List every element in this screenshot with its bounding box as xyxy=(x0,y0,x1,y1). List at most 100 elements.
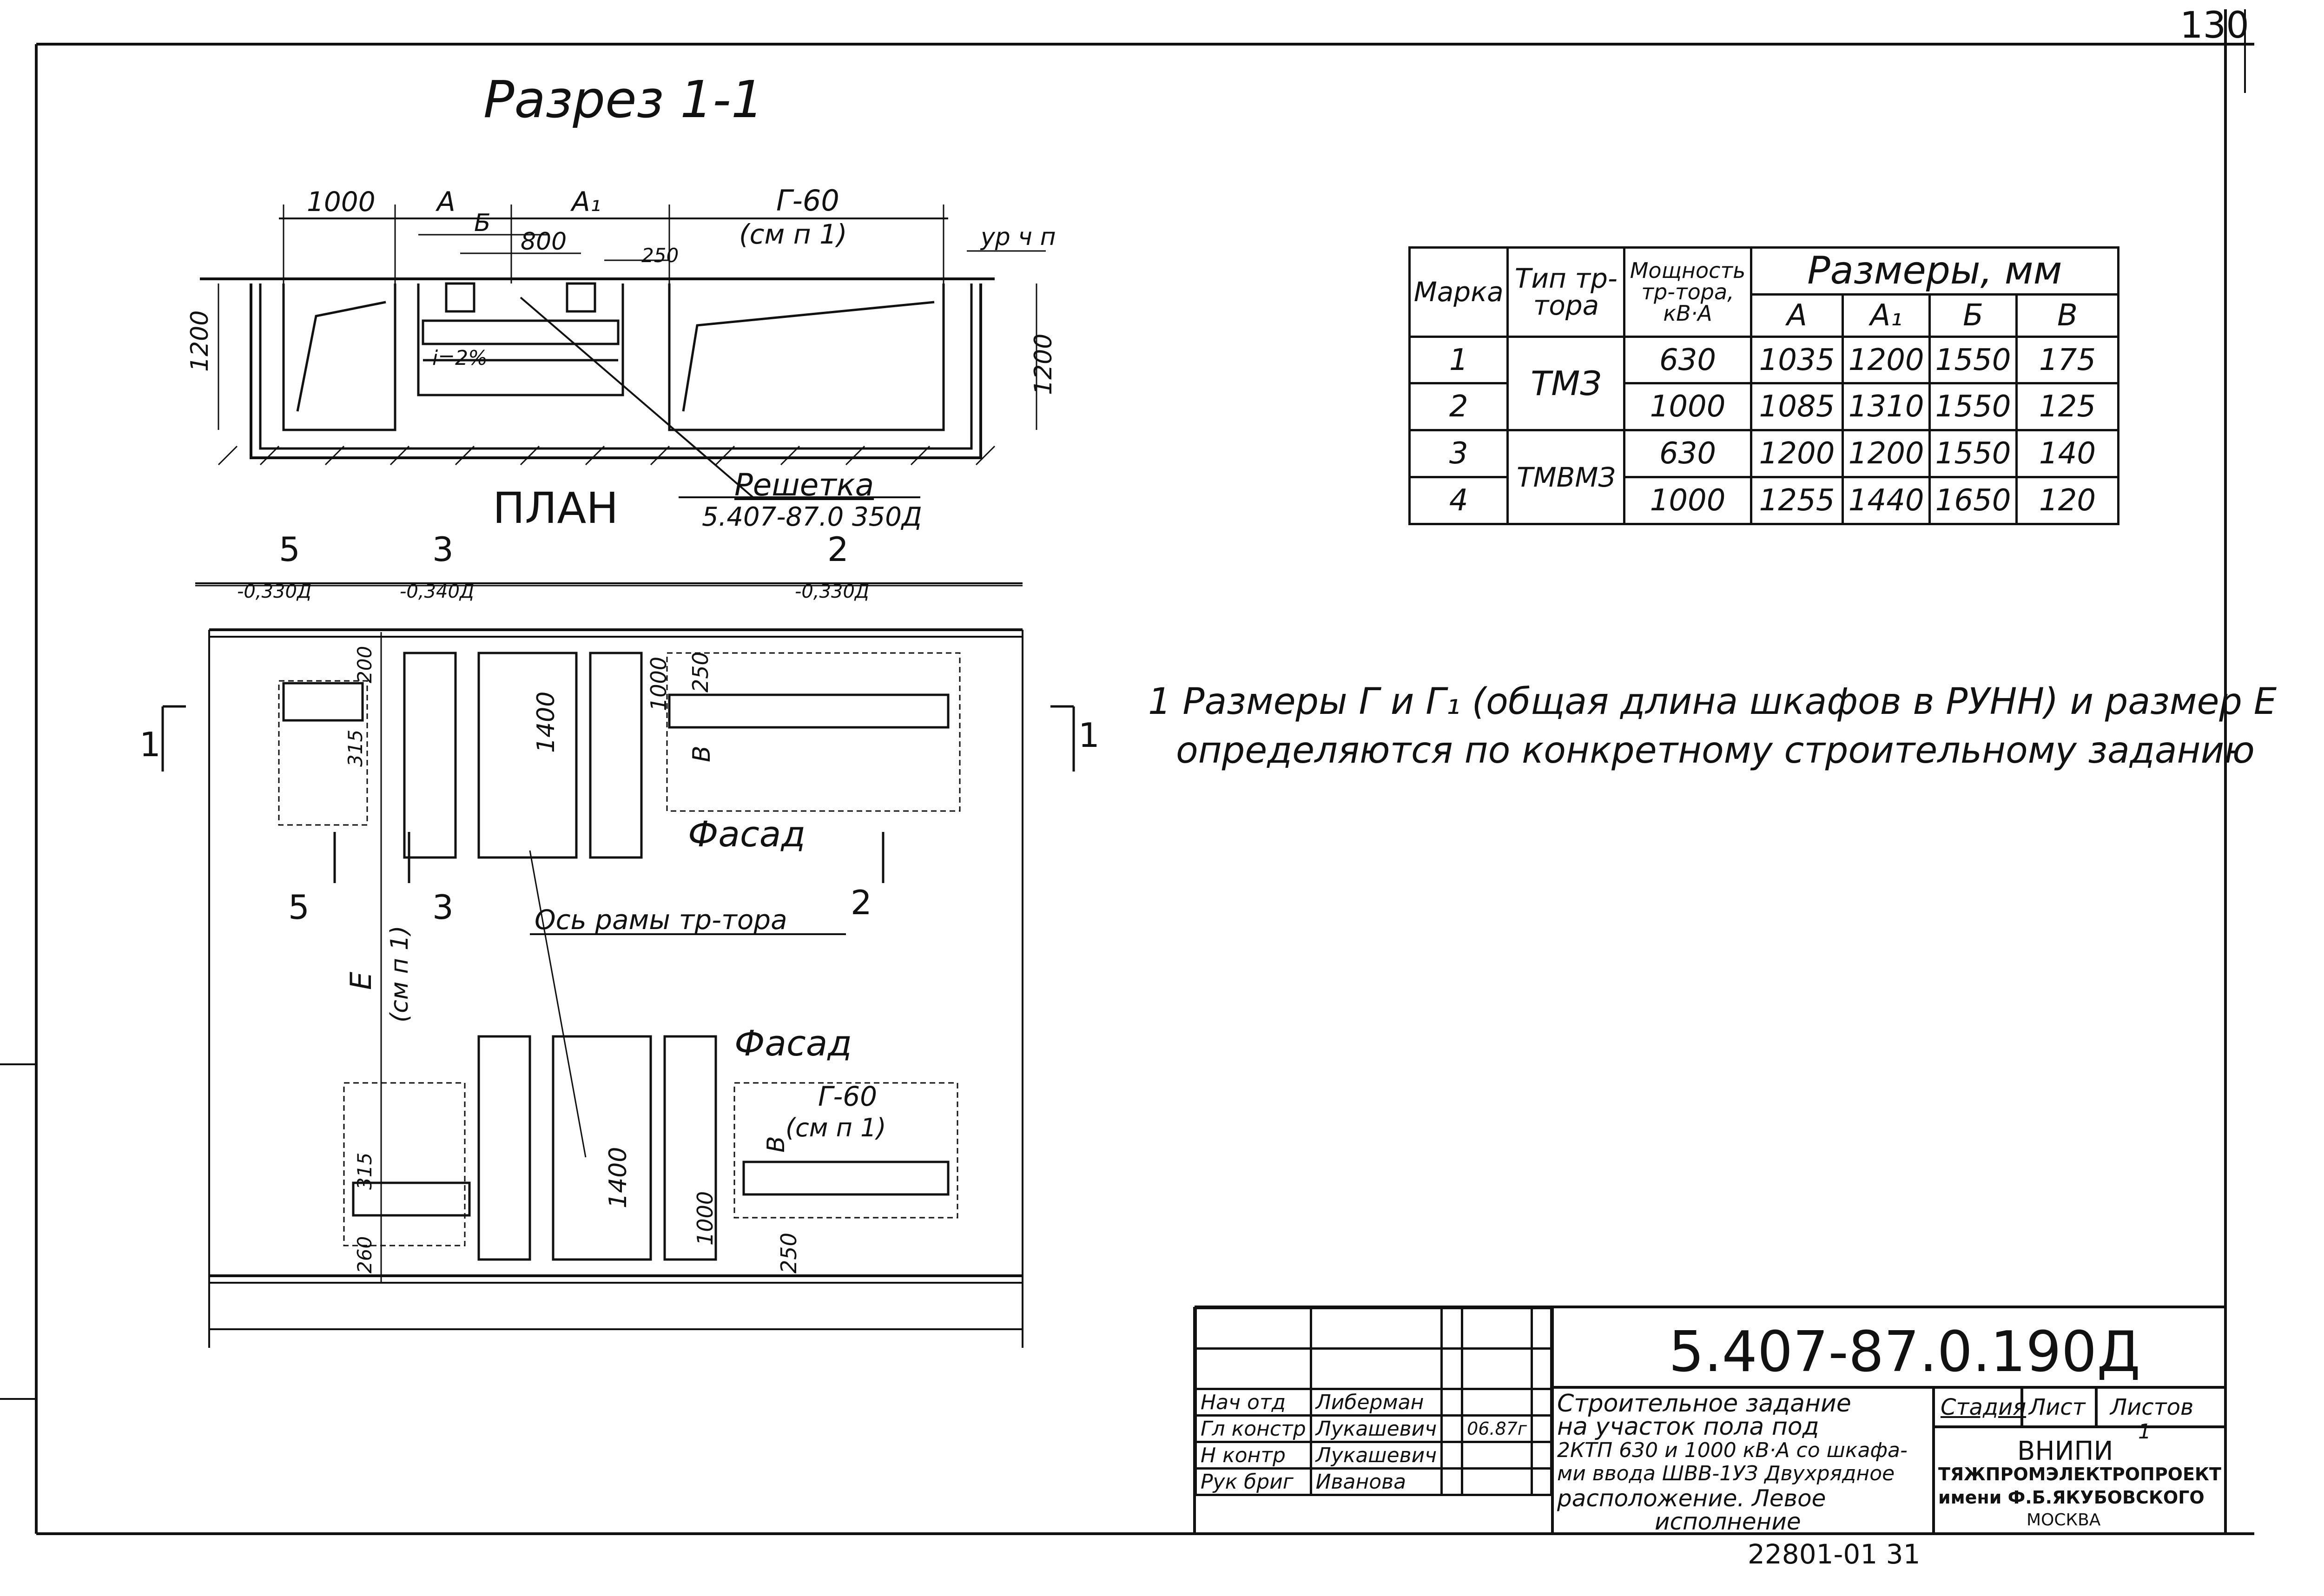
col-sheets: Листов xyxy=(2110,1394,2194,1420)
dim-a: А xyxy=(437,186,456,218)
col-sheet: Лист xyxy=(2029,1394,2086,1420)
table-row-mark: 3 xyxy=(1408,429,1509,479)
sheets-value: 1 xyxy=(2138,1420,2151,1444)
table-row-power: 1000 xyxy=(1623,476,1752,525)
plan-mark-2: 2 xyxy=(827,530,849,569)
facade-label-1: Фасад xyxy=(688,813,805,855)
document-code: 5.407-87.0.190Д xyxy=(1669,1320,2140,1385)
sheet-frame xyxy=(0,9,2254,1535)
cut-mark-left: 1 xyxy=(139,725,161,764)
bottom-mark-3: 3 xyxy=(432,888,454,927)
bottom-mark-2: 2 xyxy=(851,883,872,922)
plan-mark-5-ref: -0,330Д xyxy=(237,581,312,602)
dim-v-upper: В xyxy=(688,745,716,762)
description-line: 2КТП 630 и 1000 кВ·А со шкафа- xyxy=(1557,1438,1908,1462)
dim-315-lower: 315 xyxy=(353,1152,376,1190)
table-row-power: 1000 xyxy=(1623,382,1752,432)
sig-role: Рук бриг xyxy=(1195,1467,1312,1496)
sig-role: Н контр xyxy=(1195,1441,1312,1470)
note-line-2: определяются по конкретному строительном… xyxy=(1176,730,2255,772)
description-line: расположение. Левое xyxy=(1557,1485,1826,1512)
table-col-a: А xyxy=(1750,293,1844,338)
bottom-mark-5: 5 xyxy=(288,888,310,927)
plan-mark-5: 5 xyxy=(279,530,300,569)
sig-name: Иванова xyxy=(1309,1467,1443,1496)
dim-250-lower: 250 xyxy=(776,1233,801,1273)
table-cell: 1200 xyxy=(1750,429,1844,479)
table-col-a1: А₁ xyxy=(1842,293,1931,338)
org-name: МОСКВА xyxy=(2027,1510,2101,1530)
plan-mark-2-ref: -0,330Д xyxy=(795,581,870,602)
sig-role: Нач отд xyxy=(1195,1388,1312,1417)
table-header-type: Тип тр-тора xyxy=(1506,246,1626,338)
table-cell: 1550 xyxy=(1928,335,2018,385)
org-name: имени Ф.Б.ЯКУБОВСКОГО xyxy=(1938,1487,2205,1508)
table-row-power: 630 xyxy=(1623,429,1752,479)
plan-lines xyxy=(161,582,1075,1348)
dim-315: 315 xyxy=(344,729,367,767)
dim-a1: А₁ xyxy=(572,186,601,218)
dim-260-lower: 260 xyxy=(353,1236,376,1273)
dim-g60-ref: (см п 1) xyxy=(739,218,847,250)
grate-label: Решетка xyxy=(734,467,874,503)
sig-name: Либерман xyxy=(1309,1388,1443,1417)
table-cell: 120 xyxy=(2015,476,2119,525)
table-row-mark: 1 xyxy=(1408,335,1509,385)
table-cell: 1255 xyxy=(1750,476,1844,525)
sig-date: 06.87г xyxy=(1461,1414,1533,1443)
dim-200: 200 xyxy=(353,646,376,683)
table-cell: 1650 xyxy=(1928,476,2018,525)
dim-800: 800 xyxy=(521,228,567,256)
table-cell: 1200 xyxy=(1842,429,1931,479)
inventory-number: 22801-01 31 xyxy=(1748,1538,1921,1570)
plan-mark-3: 3 xyxy=(432,530,454,569)
axis-label: Ось рамы тр-тора xyxy=(535,904,787,936)
page-number: 130 xyxy=(2180,5,2249,46)
plan-title: ПЛАН xyxy=(493,483,619,533)
height-right: 1200 xyxy=(1030,333,1057,395)
dim-g60-lower-ref: (см п 1) xyxy=(786,1113,886,1142)
table-row-mark: 2 xyxy=(1408,382,1509,432)
table-header-power: Мощность тр-тора, кВ·А xyxy=(1623,246,1752,338)
dim-1400-lower: 1400 xyxy=(604,1147,632,1208)
table-col-v: В xyxy=(2015,293,2119,338)
table-header-mark: Марка xyxy=(1408,246,1509,338)
title-block-lines xyxy=(1193,1306,2225,1534)
table-cell: 175 xyxy=(2015,335,2119,385)
dim-250-upper: 250 xyxy=(688,652,713,692)
table-row-power: 630 xyxy=(1623,335,1752,385)
table-row-mark: 4 xyxy=(1408,476,1509,525)
table-header-sizes: Размеры, мм xyxy=(1750,246,2120,296)
table-col-b: Б xyxy=(1928,293,2018,338)
dim-g60-lower: Г-60 xyxy=(818,1081,878,1112)
level-mark: ур ч п xyxy=(981,223,1056,251)
e-label: Е xyxy=(344,971,378,990)
cut-mark-right: 1 xyxy=(1078,716,1100,755)
dim-250: 250 xyxy=(641,244,679,267)
description-line: Строительное задание xyxy=(1557,1390,1851,1418)
table-cell: 140 xyxy=(2015,429,2119,479)
table-cell: 1200 xyxy=(1842,335,1931,385)
e-ref: (см п 1) xyxy=(386,925,414,1022)
table-cell: 1550 xyxy=(1928,429,2018,479)
dim-1000-upper: 1000 xyxy=(646,656,671,711)
note-line-1: 1 Размеры Г и Г₁ (общая длина шкафов в Р… xyxy=(1148,681,2277,723)
section-1-1-lines xyxy=(200,204,1046,498)
plan-mark-3-ref: -0,340Д xyxy=(400,581,475,602)
table-cell: 1310 xyxy=(1842,382,1931,432)
sig-name: Лукашевич xyxy=(1309,1414,1443,1443)
description-line: на участок пола под xyxy=(1557,1413,1819,1441)
table-cell: 125 xyxy=(2015,382,2119,432)
org-name: ВНИПИ xyxy=(2017,1436,2113,1466)
dim-b: Б xyxy=(474,209,491,237)
table-cell: 1550 xyxy=(1928,382,2018,432)
transformer-table: Марка Тип тр-тора Мощность тр-тора, кВ·А… xyxy=(1408,246,2120,525)
org-name: ТЯЖПРОМЭЛЕКТРОПРОЕКТ xyxy=(1938,1464,2221,1484)
table-cell: 1085 xyxy=(1750,382,1844,432)
description-line: ми ввода ШВВ-1УЗ Двухрядное xyxy=(1557,1462,1895,1485)
table-cell: 1440 xyxy=(1842,476,1931,525)
table-row-type: ТМВМЗ xyxy=(1506,429,1626,525)
grate-ref: 5.407-87.0 350Д xyxy=(702,502,922,532)
dim-g60: Г-60 xyxy=(776,184,839,218)
dim-1000-lower: 1000 xyxy=(693,1191,718,1246)
